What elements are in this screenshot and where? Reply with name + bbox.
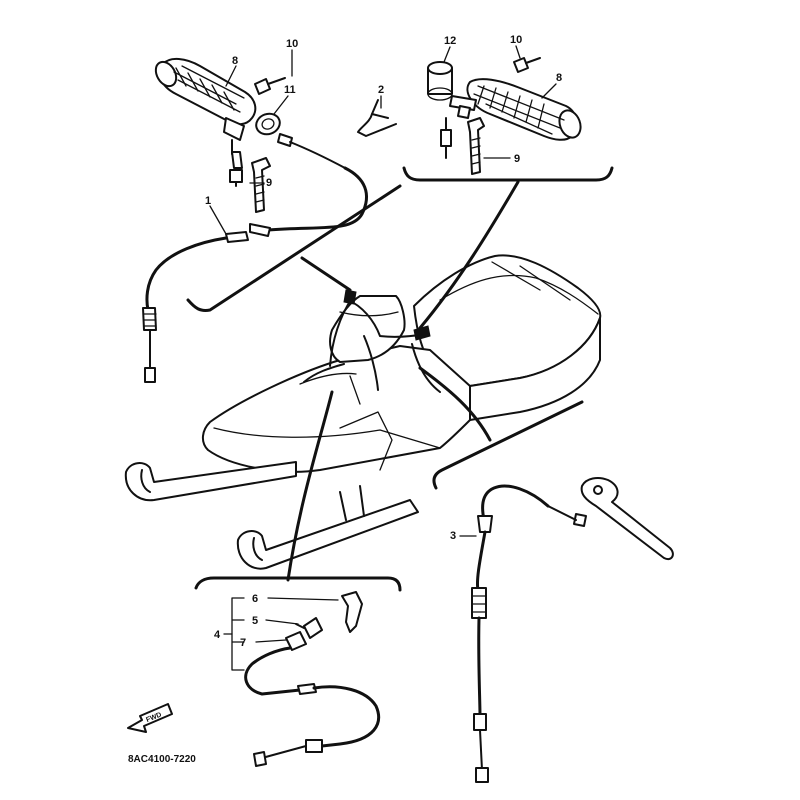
right-bolt	[513, 57, 541, 73]
right-grip-assembly: 12 10 8 9	[427, 34, 582, 175]
throttle-cable	[142, 231, 249, 383]
right-group-bracket	[402, 166, 614, 182]
leader-right-group	[418, 180, 520, 330]
callout-7: 7	[240, 637, 246, 649]
left-ski	[124, 461, 297, 502]
grip-end-cap	[427, 61, 453, 101]
callout-12: 12	[444, 35, 456, 47]
brake-assembly: 3	[450, 477, 674, 783]
brake-group-bracket	[432, 400, 584, 490]
snowmobile-body	[202, 254, 602, 473]
callout-3: 3	[450, 530, 456, 542]
left-grip-adjuster	[251, 157, 271, 213]
callout-9-right: 9	[514, 153, 520, 165]
lower-group-bracket	[194, 576, 402, 592]
left-handle-grip	[154, 58, 257, 187]
leader-lower-group	[286, 390, 334, 582]
callout-8-right: 8	[556, 72, 562, 84]
callout-1: 1	[205, 195, 211, 207]
right-handle-grip	[440, 78, 582, 159]
callout-11: 11	[284, 84, 296, 96]
callout-4: 4	[214, 629, 221, 641]
brake-cable	[471, 484, 587, 783]
left-bolt	[254, 77, 286, 95]
grip-cable-upper	[249, 133, 368, 237]
leader-brake-group	[418, 366, 492, 442]
forward-arrow-icon: FWD	[127, 703, 173, 733]
callout-6: 6	[252, 593, 258, 605]
leader-grip-cable	[303, 363, 345, 383]
brake-lever	[580, 477, 674, 560]
cable-clip	[357, 99, 397, 137]
choke-knob	[341, 591, 363, 633]
throttle-collar	[255, 112, 281, 136]
right-ski	[236, 485, 419, 570]
choke-cable	[244, 631, 381, 767]
drawing-code: 8AC4100-7220	[128, 754, 196, 765]
callout-9-left: 9	[266, 177, 272, 189]
callout-5: 5	[252, 615, 258, 627]
callout-8-left: 8	[232, 55, 238, 67]
left-grip-assembly: 8 10 11 2 9 1	[142, 38, 397, 383]
choke-nut	[295, 617, 323, 639]
callout-10-right: 10	[510, 34, 522, 46]
left-group-bracket	[186, 184, 402, 312]
right-grip-adjuster	[467, 117, 485, 175]
callout-2: 2	[378, 84, 384, 96]
choke-assembly: 6 5 4 7	[214, 591, 381, 767]
leader-left-group	[300, 256, 352, 292]
callout-10-left: 10	[286, 38, 298, 50]
